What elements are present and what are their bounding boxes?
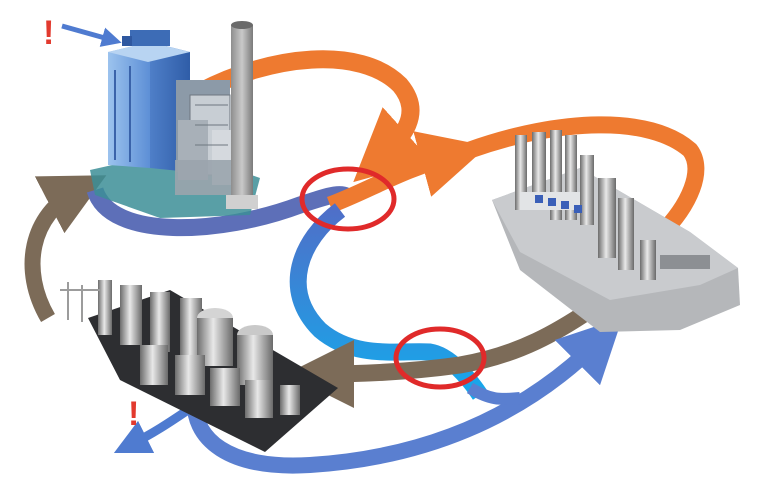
orange-flow-arrow-top (195, 50, 431, 183)
blue-flow-branch (466, 382, 521, 405)
alert-mark-top: ! (43, 14, 54, 52)
boiler-plant (90, 21, 260, 218)
highlight-ring-lower (393, 326, 487, 390)
blue-flow-arrow-bottom-loop (186, 317, 623, 474)
alert-mark-bottom: ! (128, 395, 139, 433)
processing-plant (60, 280, 338, 452)
orange-flow-arrow-right-loop (467, 116, 705, 242)
refinery-plant (492, 130, 740, 332)
highlight-ring-upper (299, 166, 397, 232)
brown-flow-arrow-left (24, 175, 107, 323)
blue-input-arrow (61, 23, 122, 47)
